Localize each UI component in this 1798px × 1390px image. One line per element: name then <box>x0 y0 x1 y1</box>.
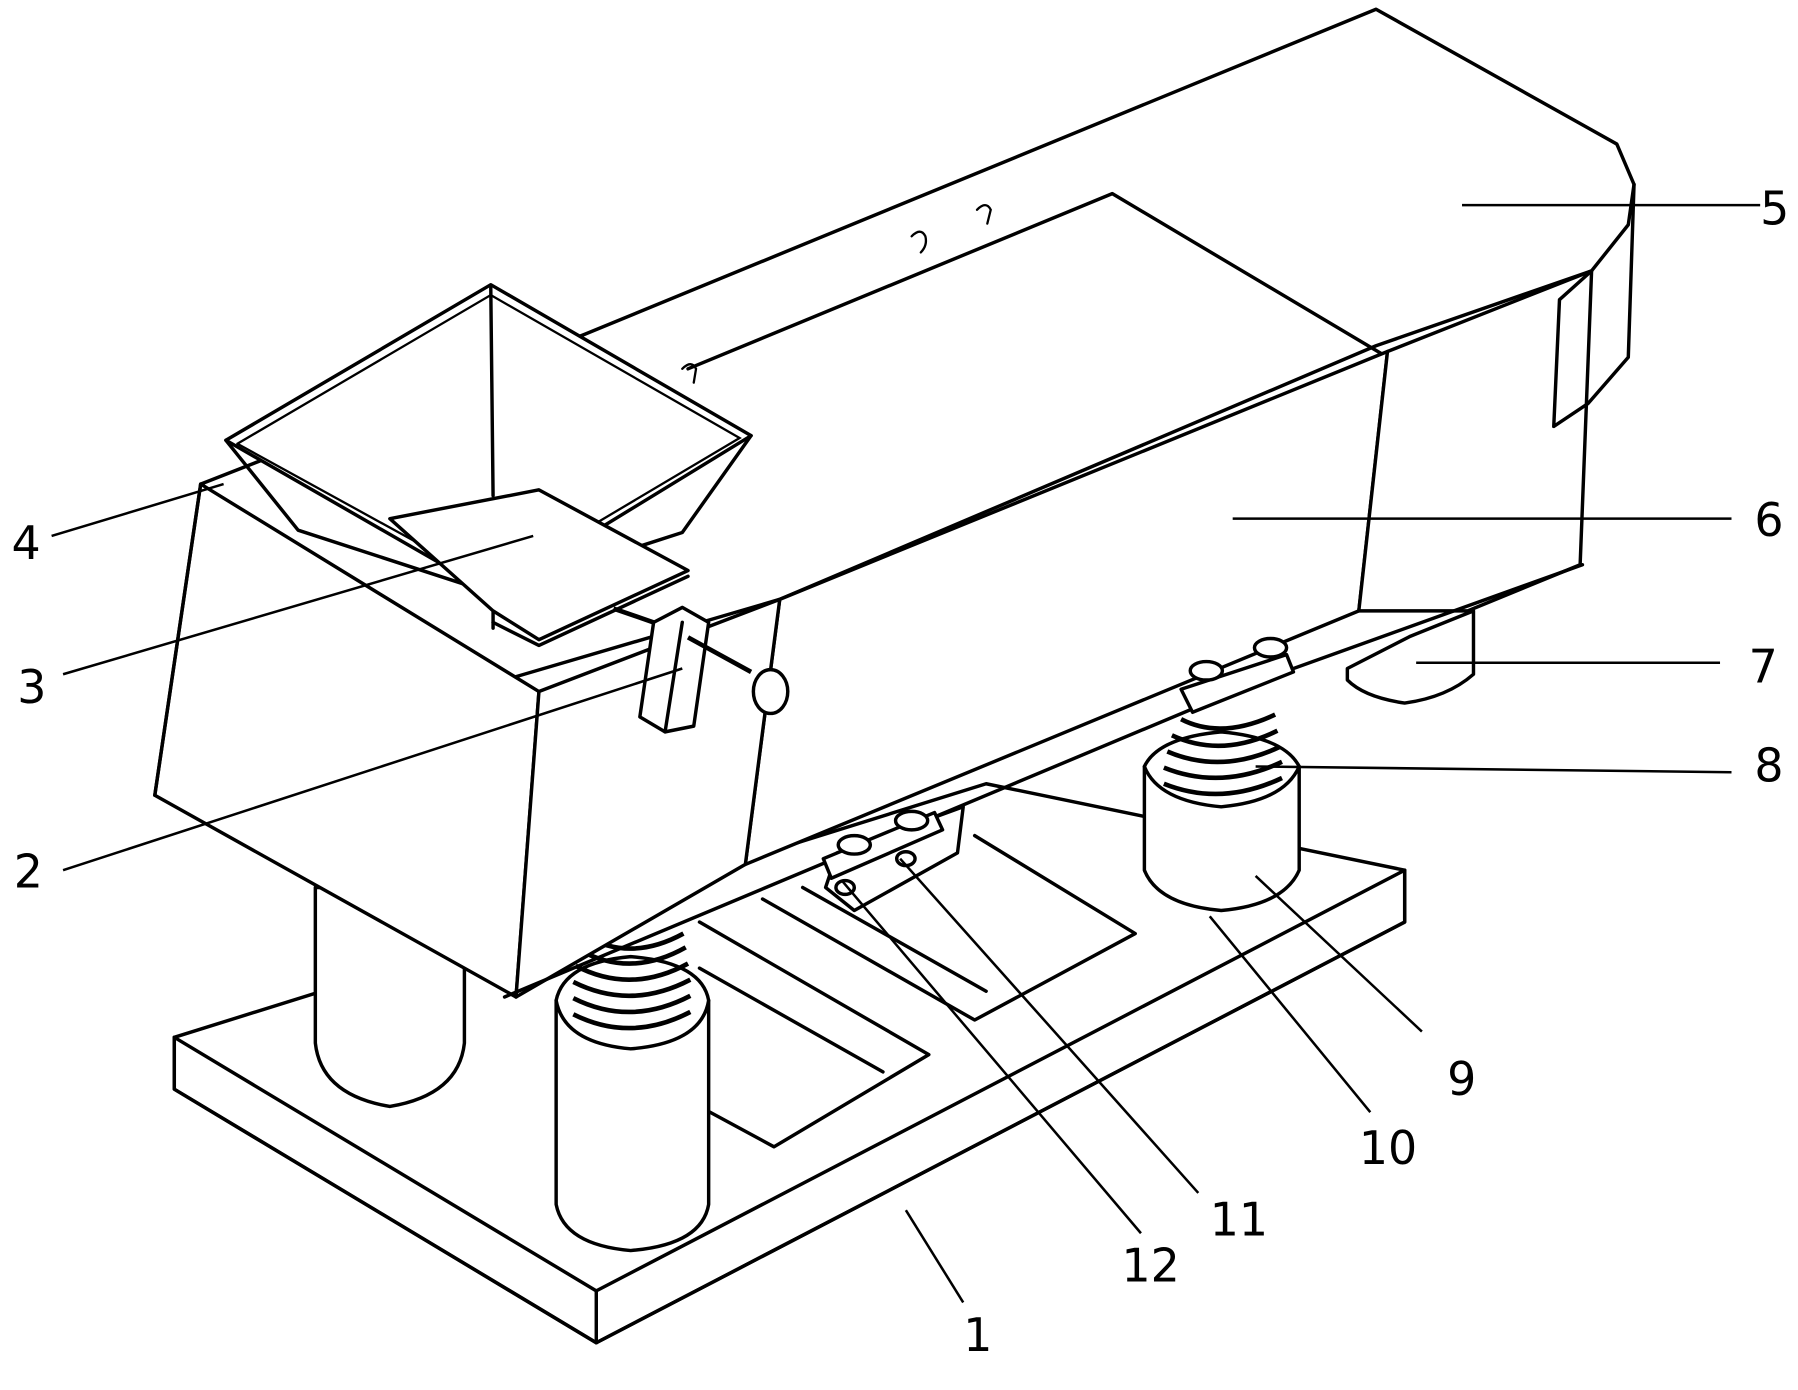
callout-labels: 1 2 3 4 5 6 7 8 9 10 11 12 <box>11 182 1789 1362</box>
callout-12: 12 <box>1121 1239 1179 1293</box>
callout-8: 8 <box>1754 738 1783 792</box>
callout-9: 9 <box>1447 1052 1476 1106</box>
callout-5: 5 <box>1760 182 1789 236</box>
base-opening-rear <box>760 833 1137 1022</box>
callout-4: 4 <box>11 516 40 570</box>
adjusting-screw <box>612 605 790 734</box>
base-plate <box>172 782 1407 1345</box>
callout-1: 1 <box>963 1308 992 1362</box>
rear-foot <box>1345 609 1476 705</box>
callout-3: 3 <box>17 660 46 714</box>
rear-spring <box>1163 712 1283 797</box>
callout-2: 2 <box>14 844 43 898</box>
rear-clamp-plate <box>1179 636 1296 715</box>
callout-10: 10 <box>1359 1121 1417 1175</box>
callout-6: 6 <box>1754 493 1783 547</box>
feed-plate <box>388 488 690 648</box>
callout-7: 7 <box>1749 639 1778 693</box>
leader-lines <box>51 203 1761 1304</box>
clamp-plate <box>821 809 945 897</box>
callout-11: 11 <box>1210 1192 1268 1246</box>
base-opening-front <box>697 920 931 1149</box>
rear-spring-seat <box>1142 730 1301 913</box>
front-spring-seat <box>554 954 711 1253</box>
trough-side-panel <box>743 182 1636 867</box>
